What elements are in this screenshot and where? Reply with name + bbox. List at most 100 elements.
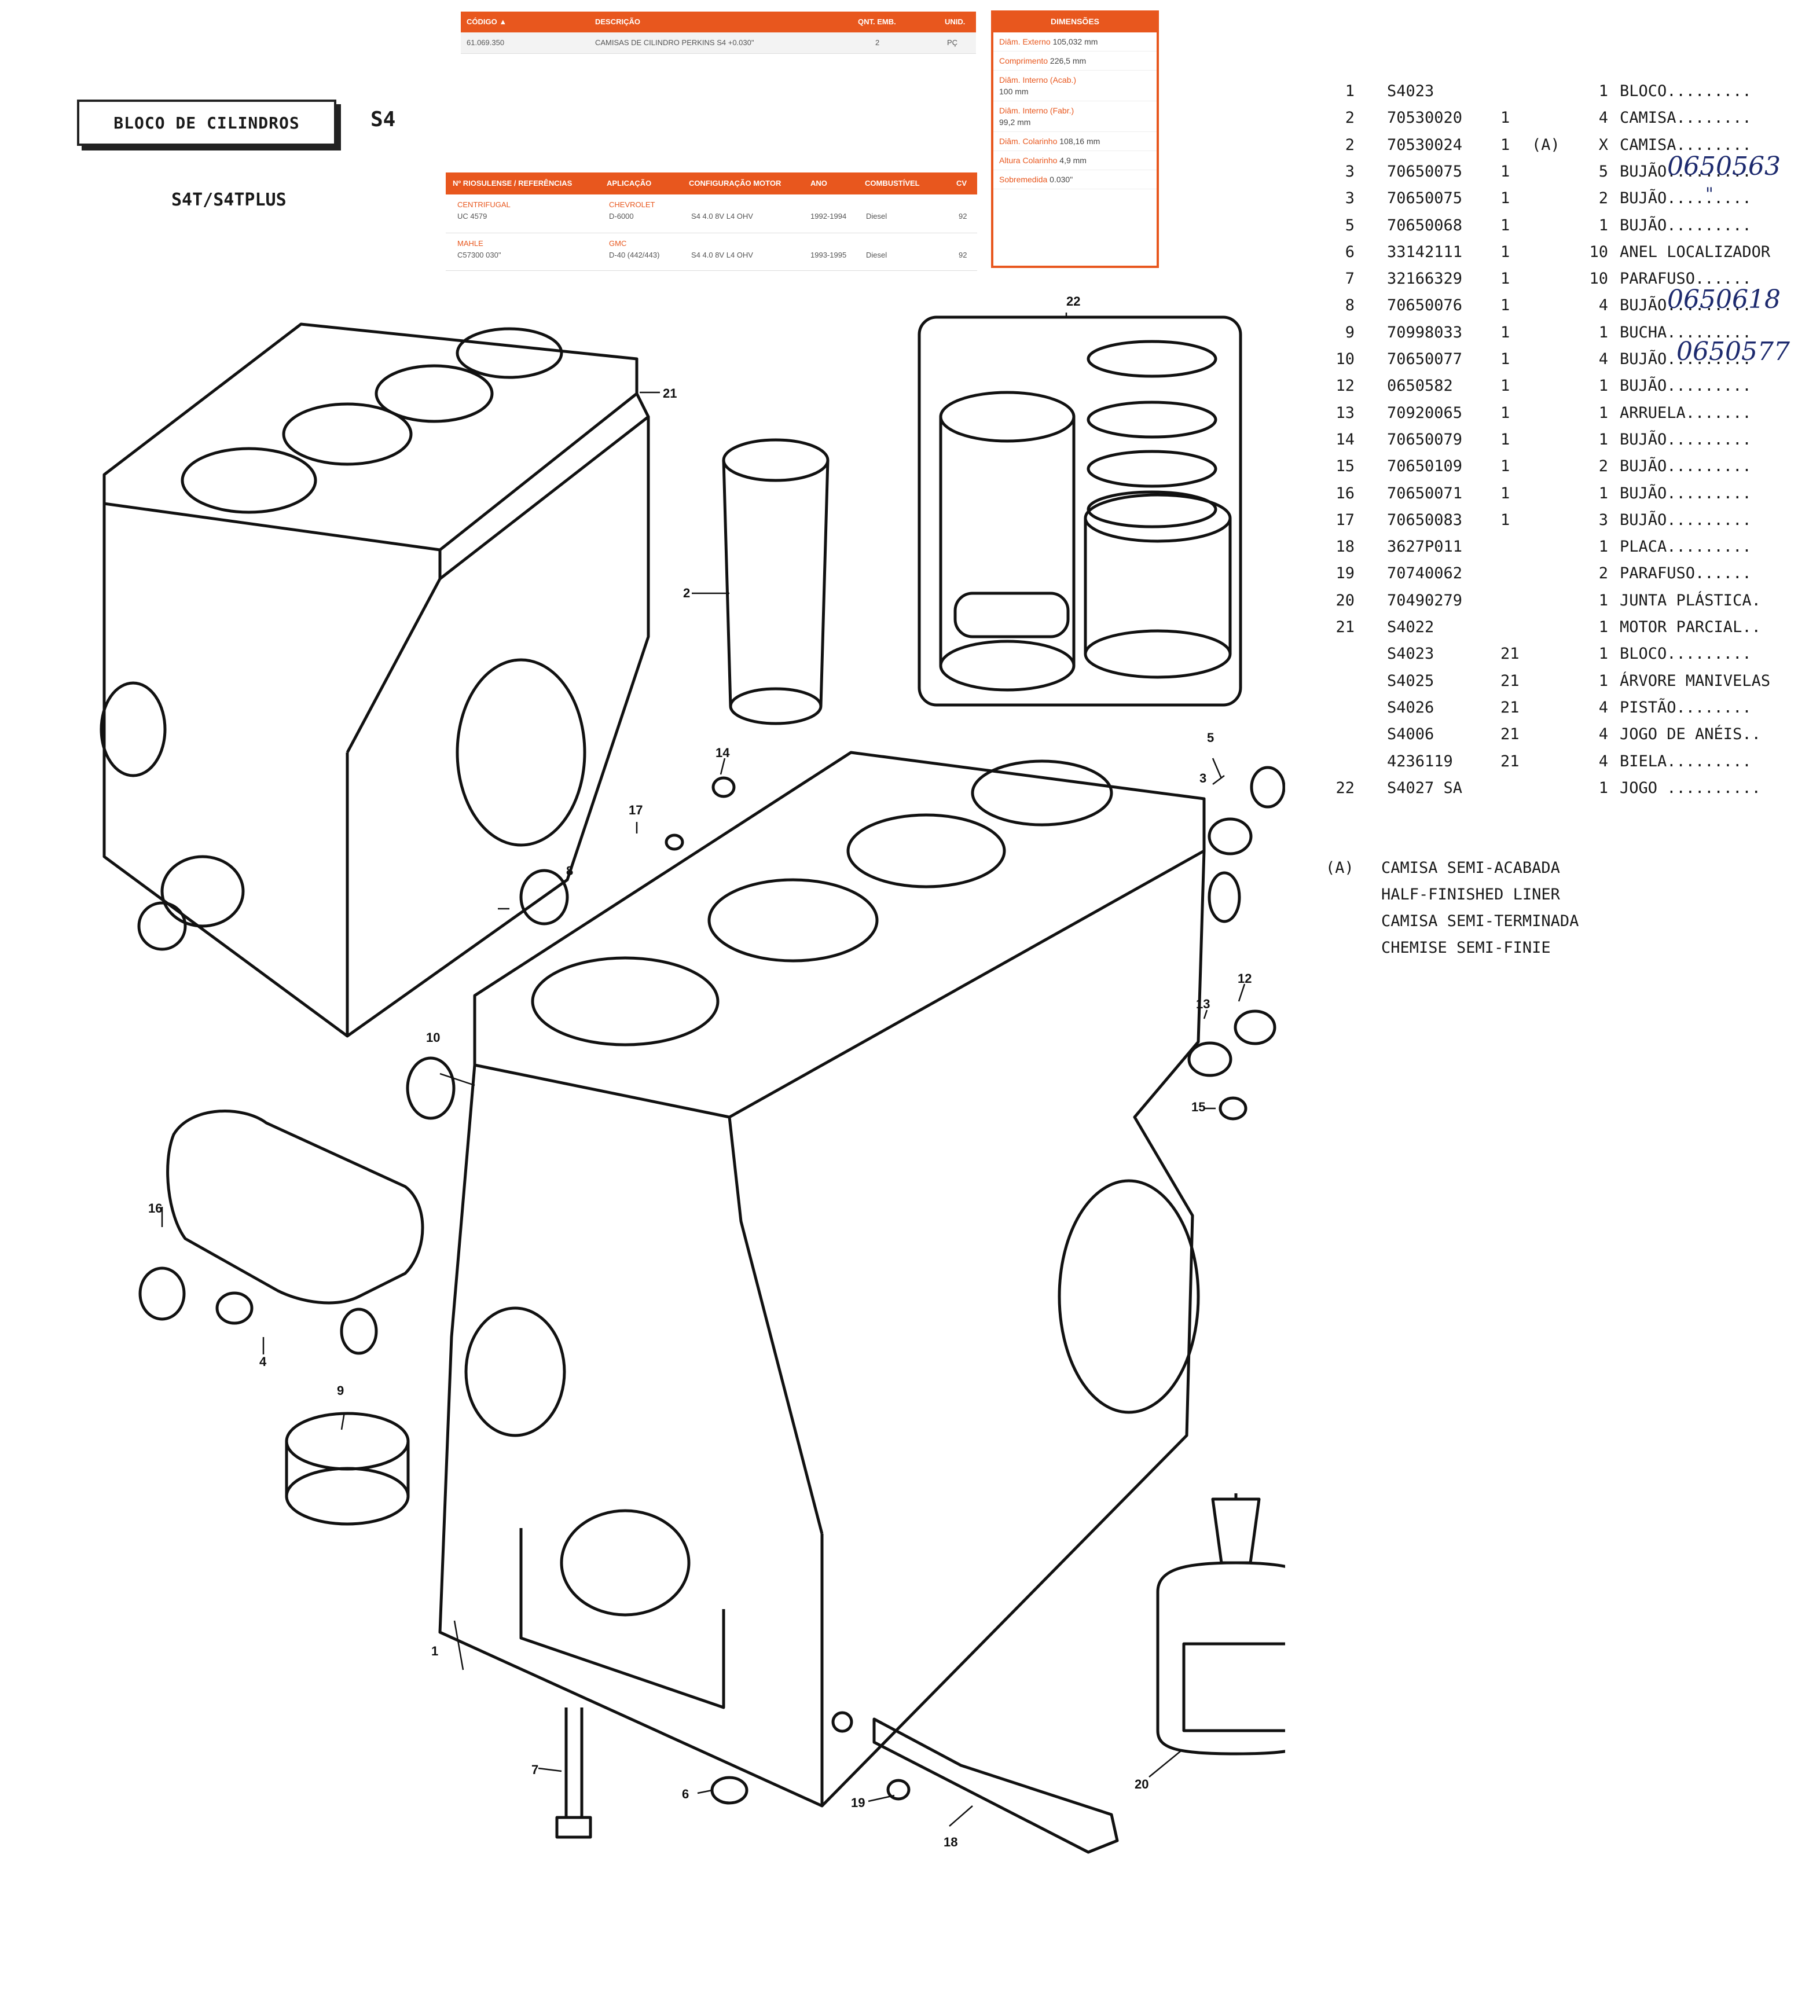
parts-cell-ref: 21	[1500, 698, 1520, 717]
parts-cell-code: 70740062	[1387, 564, 1463, 583]
parts-cell-desc: PISTÃO........	[1620, 698, 1752, 717]
parts-cell-desc: PLACA.........	[1620, 538, 1752, 556]
parts-cell-item: 3	[1345, 162, 1355, 181]
callout-4: 4	[259, 1354, 267, 1369]
table-row: MAHLE C57300 030" GMC D-40 (442/443) S4 …	[446, 233, 977, 271]
parts-cell-item: 2	[1345, 135, 1355, 154]
dimension-key: Diâm. Externo	[999, 37, 1051, 46]
callout-7: 7	[531, 1762, 538, 1777]
parts-cell-qty: 1	[1598, 323, 1608, 341]
fuel: Diesel	[866, 251, 887, 259]
parts-cell-item: 10	[1335, 350, 1355, 368]
dimension-key: Altura Colarinho	[999, 156, 1058, 165]
engine-config: S4 4.0 8V L4 OHV	[691, 212, 753, 221]
exploded-block-drawing: 21 2 5 3 22 14 17 8 10 12 13 15 16 4 9 1…	[100, 294, 1285, 1854]
parts-cell-desc: BLOCO.........	[1620, 82, 1752, 100]
parts-cell-code: 70650075	[1387, 189, 1463, 208]
table-row: 61.069.350 CAMISAS DE CILINDRO PERKINS S…	[461, 32, 976, 54]
parts-cell-desc: BUJÃO.........	[1620, 162, 1752, 181]
parts-cell-qty: 4	[1598, 698, 1608, 717]
parts-cell-ref: 1	[1500, 270, 1510, 288]
parts-cell-desc: ÁRVORE MANIVELAS	[1620, 671, 1771, 690]
dimension-row: Diâm. Colarinho 108,16 mm	[993, 132, 1157, 151]
app-model: D-40 (442/443)	[609, 251, 660, 259]
parts-cell-ref: 1	[1500, 350, 1510, 368]
header-cv: CV	[956, 179, 967, 188]
parts-cell-item: 6	[1345, 243, 1355, 261]
callout-19: 19	[851, 1795, 865, 1810]
product-table-header: CÓDIGO ▲ DESCRIÇÃO QNT. EMB. UNID.	[461, 12, 976, 32]
parts-cell-qty: 1	[1598, 484, 1608, 502]
callout-14: 14	[715, 746, 730, 760]
parts-cell-item: 17	[1335, 511, 1355, 529]
parts-cell-item: 9	[1345, 323, 1355, 341]
ref-brand: CENTRIFUGAL	[457, 200, 511, 209]
parts-cell-qty: 1	[1598, 82, 1608, 100]
parts-cell-item: 3	[1345, 189, 1355, 208]
parts-cell-item: 22	[1335, 779, 1355, 797]
callout-17: 17	[629, 803, 643, 817]
parts-cell-ref: 21	[1500, 671, 1520, 690]
parts-cell-qty: X	[1598, 135, 1608, 154]
year-range: 1993-1995	[810, 251, 847, 259]
header-descricao: DESCRIÇÃO	[595, 17, 641, 26]
parts-cell-desc: CAMISA........	[1620, 109, 1752, 127]
cover-plate	[166, 1110, 424, 1305]
parts-cell-desc: BUJÃO.........	[1620, 457, 1752, 476]
parts-cell-qty: 4	[1598, 296, 1608, 315]
parts-cell-ref: 1	[1500, 323, 1510, 341]
dimension-value: 4,9 mm	[1059, 156, 1087, 165]
parts-cell-desc: BUJÃO.........	[1620, 216, 1752, 234]
ref-code: UC 4579	[457, 212, 487, 221]
title-box: BLOCO DE CILINDROS	[77, 100, 336, 146]
header-codigo[interactable]: CÓDIGO ▲	[467, 17, 507, 26]
dimension-value: 226,5 mm	[1050, 56, 1087, 65]
parts-cell-code: 70650076	[1387, 296, 1463, 315]
parts-cell-code: 70650077	[1387, 350, 1463, 368]
callout-18: 18	[944, 1835, 957, 1849]
parts-cell-code: 70490279	[1387, 591, 1463, 609]
parts-cell-desc: BLOCO.........	[1620, 645, 1752, 663]
parts-cell-code: 70530020	[1387, 109, 1463, 127]
cell-unid: PÇ	[947, 38, 958, 47]
parts-cell-ref: 1	[1500, 216, 1510, 234]
parts-cell-desc: JUNTA PLÁSTICA.	[1620, 591, 1761, 609]
parts-cell-code: 70998033	[1387, 323, 1463, 341]
parts-cell-item: 7	[1345, 270, 1355, 288]
dimension-key: Diâm. Interno (Acab.)	[999, 75, 1077, 85]
header-aplic: APLICAÇÃO	[607, 179, 652, 188]
product-table-clipping: CÓDIGO ▲ DESCRIÇÃO QNT. EMB. UNID. 61.06…	[461, 12, 976, 57]
cell-codigo: 61.069.350	[467, 38, 505, 47]
parts-cell-qty: 1	[1598, 618, 1608, 636]
parts-cell-desc: BUCHA.........	[1620, 323, 1752, 341]
callout-10: 10	[426, 1030, 440, 1045]
engine-config: S4 4.0 8V L4 OHV	[691, 251, 753, 259]
cell-descricao: CAMISAS DE CILINDRO PERKINS S4 +0.030"	[595, 38, 754, 47]
callout-3: 3	[1199, 771, 1206, 785]
parts-cell-qty: 10	[1589, 243, 1608, 261]
parts-cell-code: 70650079	[1387, 430, 1463, 449]
parts-cell-desc: BUJÃO.........	[1620, 189, 1752, 208]
parts-cell-item: 20	[1335, 591, 1355, 609]
parts-cell-qty: 1	[1598, 538, 1608, 556]
parts-cell-item: 18	[1335, 538, 1355, 556]
handwritten-note: 0650577	[1676, 337, 1790, 366]
parts-cell-ref: 1	[1500, 296, 1510, 315]
parts-cell-desc: BUJÃO.........	[1620, 430, 1752, 449]
parts-cell-code: 0650582	[1387, 377, 1453, 395]
handwritten-note: 0650563	[1667, 152, 1781, 181]
dimension-row: Sobremedida 0.030"	[993, 170, 1157, 189]
